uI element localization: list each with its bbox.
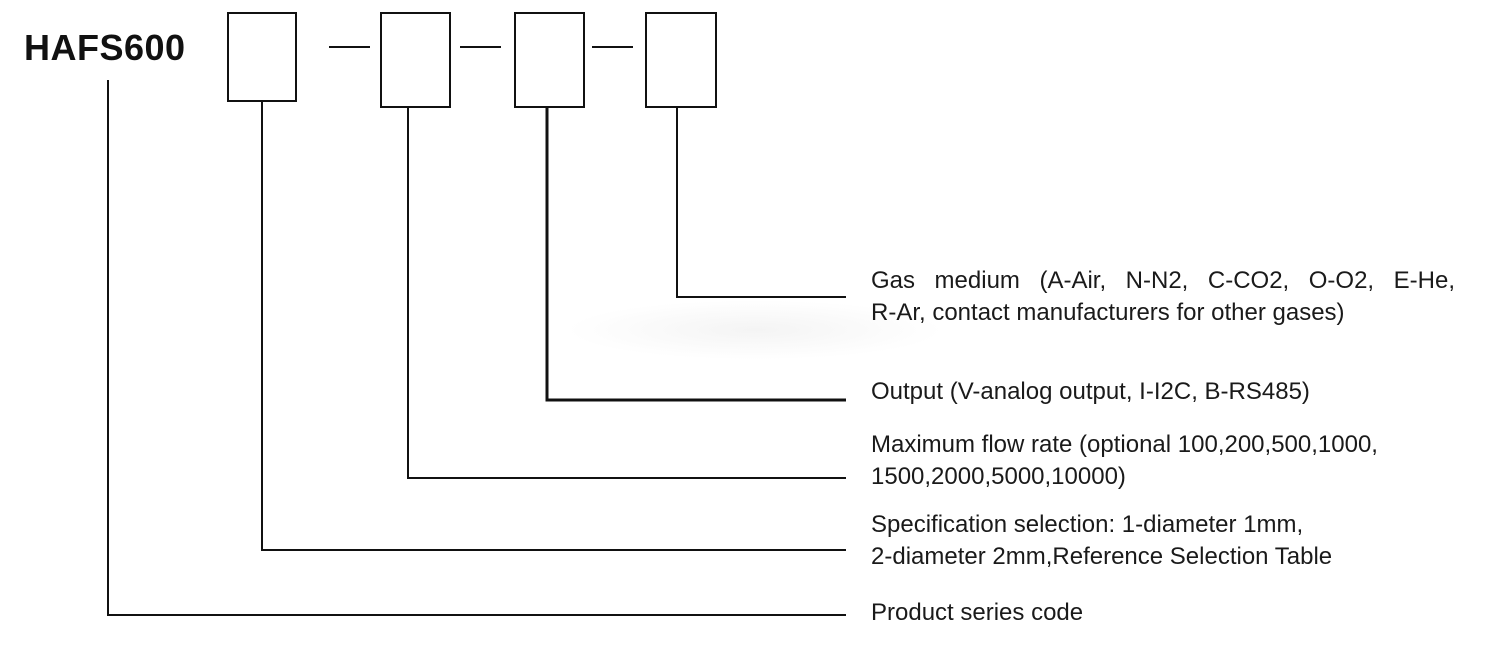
specification-description: Specification selection: 1-diameter 1mm,… [871, 509, 1332, 573]
gas-medium-line-1: Gas medium (A-Air, N-N2, C-CO2, O-O2, E-… [871, 267, 1455, 294]
series-code-line-1: Product series code [871, 599, 1084, 626]
leader-line-flow-rate [407, 107, 846, 479]
output-line-1: Output (V-analog output, I-I2C, B-RS485) [871, 378, 1310, 405]
code-box-specification [227, 12, 297, 102]
series-code-description: Product series code [871, 597, 1083, 629]
product-code-title: HAFS600 [24, 27, 186, 68]
leader-line-specification [261, 101, 846, 551]
specification-line-2: 2-diameter 2mm,Reference Selection Table [871, 543, 1333, 570]
max-flow-rate-line-2: 1500,2000,5000,10000) [871, 463, 1126, 490]
leader-line-series-code [107, 80, 846, 616]
gas-medium-line-2: R-Ar, contact manufacturers for other ga… [871, 299, 1345, 326]
output-description: Output (V-analog output, I-I2C, B-RS485) [871, 376, 1310, 408]
specification-line-1: Specification selection: 1-diameter 1mm, [871, 511, 1304, 538]
max-flow-rate-description: Maximum flow rate (optional 100,200,500,… [871, 429, 1378, 493]
max-flow-rate-line-1: Maximum flow rate (optional 100,200,500,… [871, 431, 1378, 458]
code-box-flow-rate [380, 12, 451, 108]
code-box-gas-medium [645, 12, 717, 108]
code-box-output [514, 12, 585, 108]
leader-line-output [545, 107, 846, 402]
leader-line-gas-medium [676, 107, 846, 298]
gas-medium-description: Gas medium (A-Air, N-N2, C-CO2, O-O2, E-… [871, 265, 1455, 329]
background-smudge [565, 300, 945, 360]
